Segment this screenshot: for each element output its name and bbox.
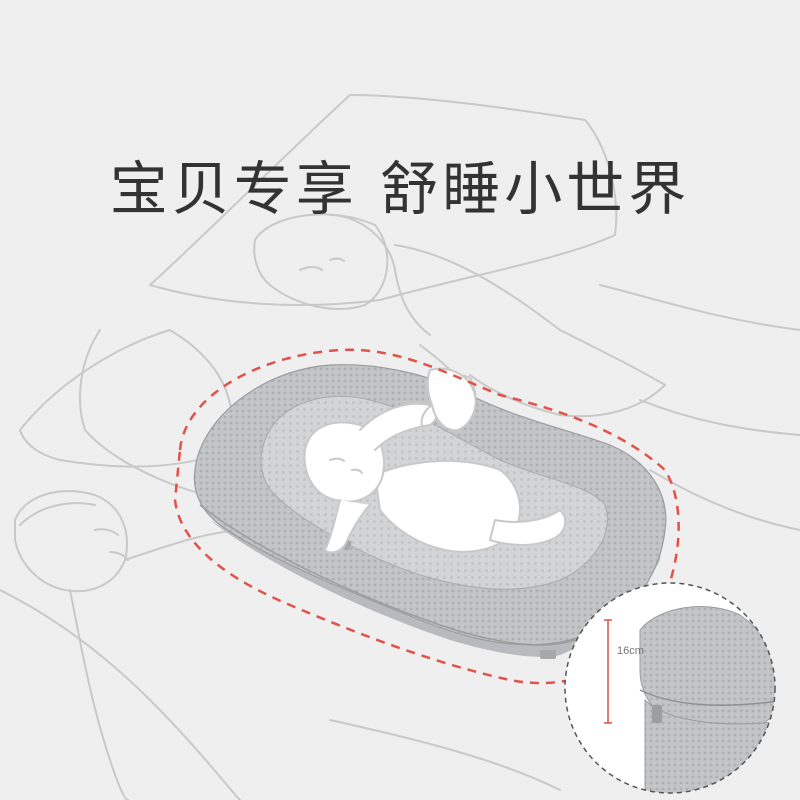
baby-arm-down bbox=[324, 499, 371, 554]
mother-hair bbox=[329, 214, 431, 336]
father-figure bbox=[14, 490, 251, 800]
nest-base-shadow bbox=[210, 520, 662, 657]
headline: 宝贝专享 舒睡小世界 bbox=[109, 155, 691, 223]
left-pillow-outline bbox=[19, 329, 234, 468]
height-dimension-marker bbox=[604, 619, 612, 724]
father-hair bbox=[19, 502, 96, 526]
mother-face-detail bbox=[299, 257, 345, 271]
lower-sheet-fold bbox=[329, 719, 561, 791]
baby-figure bbox=[303, 402, 567, 554]
nest-zipper bbox=[199, 504, 576, 646]
father-face-detail bbox=[94, 528, 129, 561]
right-sheet-fold bbox=[649, 469, 800, 531]
baby-face-detail bbox=[329, 457, 363, 474]
baby-legs bbox=[489, 509, 567, 546]
lower-sheet-outline bbox=[0, 589, 241, 800]
inset-detail bbox=[564, 582, 776, 794]
mother-body bbox=[394, 244, 666, 418]
zipper-pull-bottom bbox=[540, 650, 556, 659]
inset-zipper bbox=[639, 689, 775, 706]
height-label: 16cm bbox=[617, 645, 644, 657]
inset-dashed-border bbox=[564, 582, 776, 794]
father-head bbox=[14, 490, 128, 593]
mother-hand-overlay bbox=[420, 367, 477, 432]
inset-zipper-pull bbox=[652, 705, 662, 723]
father-shoulder bbox=[69, 589, 129, 800]
right-blanket-outline bbox=[599, 284, 800, 331]
highlight-dashed-outline bbox=[173, 348, 680, 685]
mother-head bbox=[253, 213, 389, 310]
baby-head bbox=[303, 421, 385, 503]
back-pillow-outline bbox=[149, 94, 618, 306]
right-blanket-fold bbox=[639, 399, 800, 436]
